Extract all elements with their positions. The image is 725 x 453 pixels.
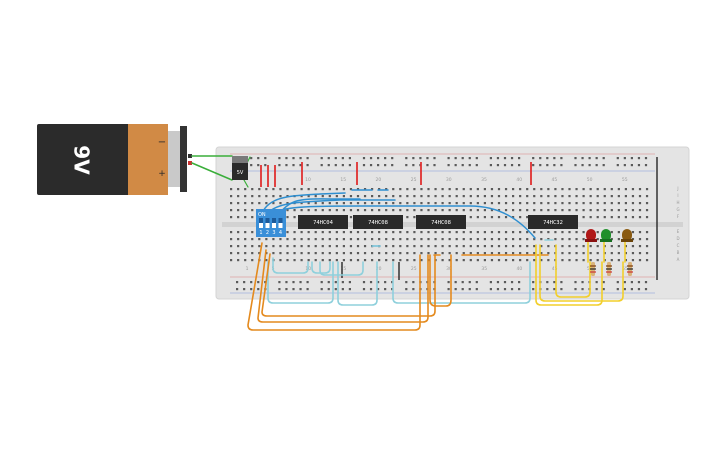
column-number: 15 — [341, 266, 347, 272]
row-letter: B — [677, 250, 680, 255]
chip-u3[interactable]: 74HC08 — [416, 215, 466, 229]
column-number: 35 — [481, 266, 487, 272]
column-numbers-top: 10 15 20 25 30 35 40 45 50 55 — [305, 177, 628, 183]
column-number: 15 — [340, 177, 346, 183]
row-letter: J — [676, 186, 678, 191]
regulator-label: 5V — [237, 170, 244, 176]
row-letter: C — [677, 243, 680, 248]
row-letter: G — [676, 207, 679, 212]
chip-label: 74HC08 — [368, 220, 388, 226]
battery-wires[interactable] — [191, 155, 251, 188]
column-number: 25 — [411, 177, 417, 183]
battery-9v[interactable]: 9V − + — [37, 124, 192, 195]
led-red[interactable] — [585, 229, 597, 242]
chip-u4[interactable]: 74HC32 — [528, 215, 578, 229]
column-number: 1 — [246, 266, 249, 272]
column-number: 10 — [305, 177, 311, 183]
red-jumpers[interactable] — [260, 162, 532, 187]
voltage-regulator[interactable]: 5V — [232, 156, 248, 180]
breadboard-holes — [230, 157, 649, 291]
row-letter: E — [677, 229, 680, 234]
yellow-wires[interactable] — [535, 239, 626, 306]
battery-terminal-top — [188, 154, 192, 158]
orange-wires[interactable] — [247, 242, 549, 331]
resistors[interactable] — [590, 262, 633, 276]
dip-switch-knob — [265, 218, 270, 223]
chip-u1[interactable]: 74HC04 — [298, 215, 348, 229]
dip-switch-number: 4 — [279, 230, 282, 236]
column-number: 55 — [622, 266, 628, 272]
column-number: 20 — [376, 177, 382, 183]
column-number: 40 — [516, 177, 522, 183]
column-number: 25 — [411, 266, 417, 272]
battery-minus-label: − — [158, 137, 166, 148]
row-letter: F — [677, 214, 680, 219]
chip-label: 74HC08 — [431, 220, 451, 226]
dip-switch-knob — [278, 218, 283, 223]
dip-switch-number: 2 — [266, 230, 269, 236]
light-blue-wires[interactable] — [267, 239, 554, 306]
battery-plus-label: + — [158, 169, 166, 179]
battery-label: 9V — [70, 145, 94, 175]
dip-switch-number: 1 — [259, 230, 262, 236]
row-letter: A — [677, 257, 680, 262]
column-number: 45 — [552, 177, 558, 183]
column-number: 20 — [376, 266, 382, 272]
row-letter: I — [677, 193, 678, 198]
column-number: 50 — [587, 177, 593, 183]
row-letter: D — [676, 236, 679, 241]
dip-switch-knob — [272, 218, 276, 223]
column-number: 35 — [481, 177, 487, 183]
chip-label: 74HC04 — [313, 220, 334, 226]
row-letter: H — [676, 200, 679, 205]
column-number: 45 — [552, 266, 558, 272]
battery-terminal-bottom — [188, 161, 192, 165]
chip-u2[interactable]: 74HC08 — [353, 215, 403, 229]
led-green[interactable] — [600, 229, 612, 242]
dip-switch-knob — [259, 218, 263, 223]
column-number: 30 — [446, 177, 452, 183]
dip-switch-on-label: ON — [258, 212, 266, 218]
chip-label: 74HC32 — [543, 220, 563, 226]
dip-switch-number: 3 — [272, 230, 275, 236]
led-brown[interactable] — [621, 229, 633, 242]
column-number: 55 — [622, 177, 628, 183]
column-number: 30 — [446, 266, 452, 272]
column-number: 40 — [517, 266, 523, 272]
